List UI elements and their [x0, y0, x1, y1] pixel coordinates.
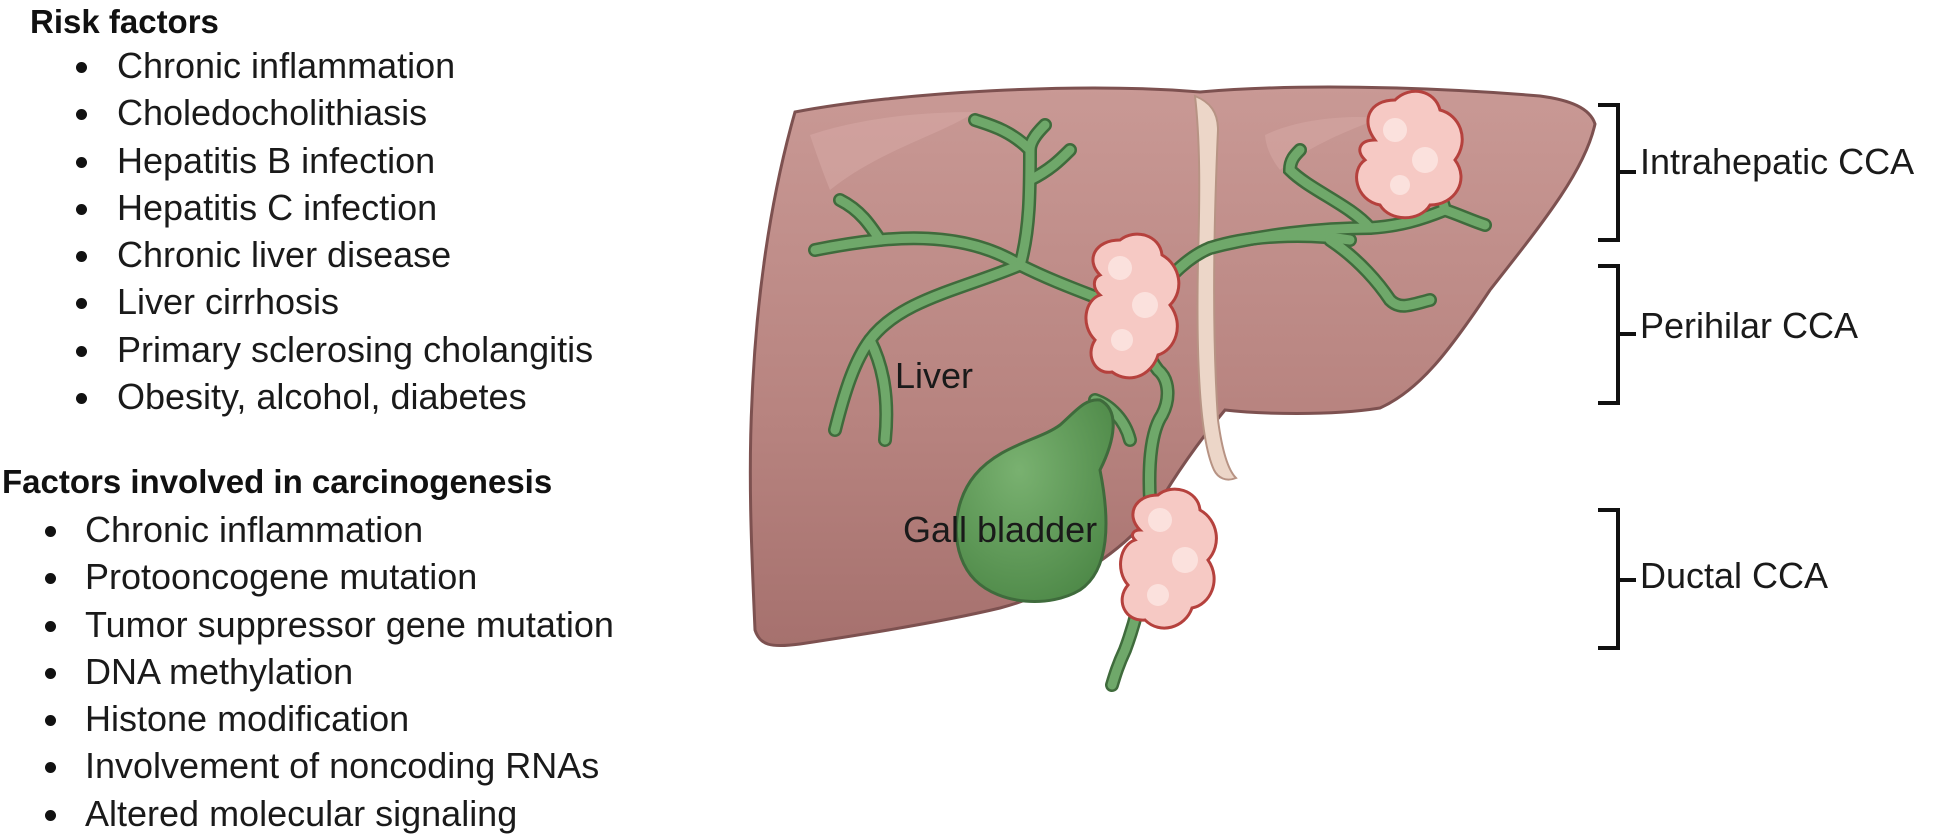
perihilar-cca-label: Perihilar CCA	[1640, 305, 1858, 346]
risk-factor-item: Liver cirrhosis	[0, 278, 593, 325]
carcinogenesis-factor-item: Protooncogene mutation	[0, 553, 614, 600]
risk-factor-item: Choledocholithiasis	[0, 89, 593, 136]
carcinogenesis-factors-heading: Factors involved in carcinogenesis	[2, 463, 553, 500]
risk-factors-list: Chronic inflammation Choledocholithiasis…	[0, 42, 593, 420]
risk-factor-item: Hepatitis C infection	[0, 184, 593, 231]
gallbladder-label: Gall bladder	[903, 509, 1097, 550]
carcinogenesis-factor-item: Histone modification	[0, 695, 614, 742]
bracket-intrahepatic	[1598, 103, 1636, 242]
tumor-intrahepatic	[1355, 89, 1464, 220]
risk-factor-item: Chronic inflammation	[0, 42, 593, 89]
ductal-cca-label: Ductal CCA	[1640, 555, 1828, 596]
liver-highlight	[810, 112, 975, 190]
risk-factor-item: Obesity, alcohol, diabetes	[0, 373, 593, 420]
carcinogenesis-factors-list: Chronic inflammation Protooncogene mutat…	[0, 506, 614, 837]
carcinogenesis-factor-item: Altered molecular signaling	[0, 790, 614, 837]
risk-factors-heading: Risk factors	[30, 3, 219, 40]
tumor-perihilar	[1084, 232, 1181, 380]
risk-factor-item: Primary sclerosing cholangitis	[0, 326, 593, 373]
carcinogenesis-factor-item: Chronic inflammation	[0, 506, 614, 553]
tumor-ductal	[1119, 487, 1218, 630]
gallbladder	[954, 393, 1137, 603]
intrahepatic-cca-label: Intrahepatic CCA	[1640, 141, 1914, 182]
bracket-ductal	[1598, 508, 1636, 650]
carcinogenesis-factor-item: DNA methylation	[0, 648, 614, 695]
risk-factor-item: Chronic liver disease	[0, 231, 593, 278]
carcinogenesis-factor-item: Involvement of noncoding RNAs	[0, 742, 614, 789]
liver-label: Liver	[895, 355, 973, 396]
carcinogenesis-factor-item: Tumor suppressor gene mutation	[0, 601, 614, 648]
risk-factor-item: Hepatitis B infection	[0, 137, 593, 184]
bracket-perihilar	[1598, 264, 1636, 405]
